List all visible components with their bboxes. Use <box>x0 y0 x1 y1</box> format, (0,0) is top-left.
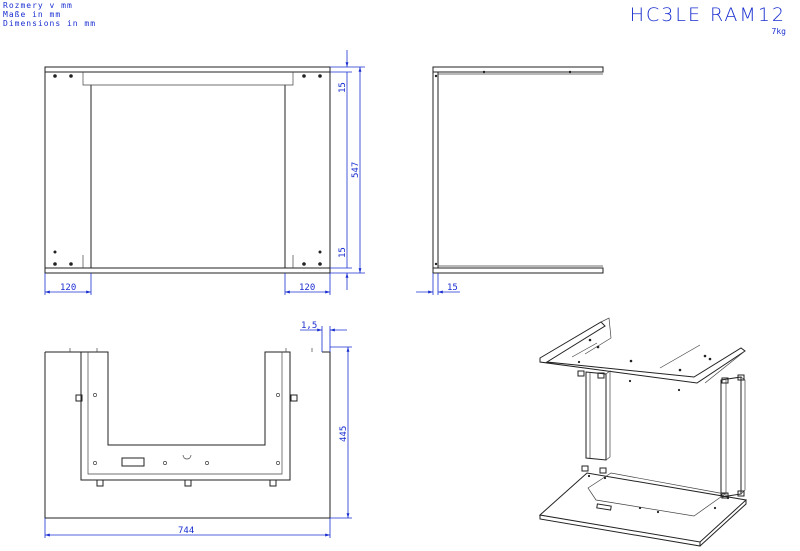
side-view-dimensions: 15 <box>416 273 460 295</box>
top-view <box>44 348 331 519</box>
dim-top-thickness: 15 <box>338 82 348 93</box>
dim-width-right: 120 <box>299 283 315 293</box>
front-view-dimensions: 120 120 15 547 15 <box>44 50 365 295</box>
units-note: Rozmery v mm Maße in mm Dimensions in mm <box>3 1 96 28</box>
product-title: HC3LE RAM12 <box>629 4 786 26</box>
dim-height: 547 <box>351 162 361 178</box>
dim-bottom-thickness: 15 <box>338 247 348 258</box>
units-line-en: Dimensions in mm <box>3 19 97 28</box>
side-view <box>432 66 604 274</box>
front-view <box>44 66 331 274</box>
top-view-dimensions: 1,5 445 744 <box>44 321 352 538</box>
dim-width-left: 120 <box>60 283 76 293</box>
units-line-sk: Rozmery v mm <box>3 1 73 10</box>
dim-total-width: 744 <box>178 526 194 536</box>
dim-side-thickness: 15 <box>447 283 458 293</box>
dim-offset: 1,5 <box>301 321 317 331</box>
product-weight: 7kg <box>771 27 786 36</box>
isometric-exploded-view <box>538 317 748 547</box>
dim-depth: 445 <box>339 426 349 442</box>
units-line-de: Maße in mm <box>3 10 62 19</box>
